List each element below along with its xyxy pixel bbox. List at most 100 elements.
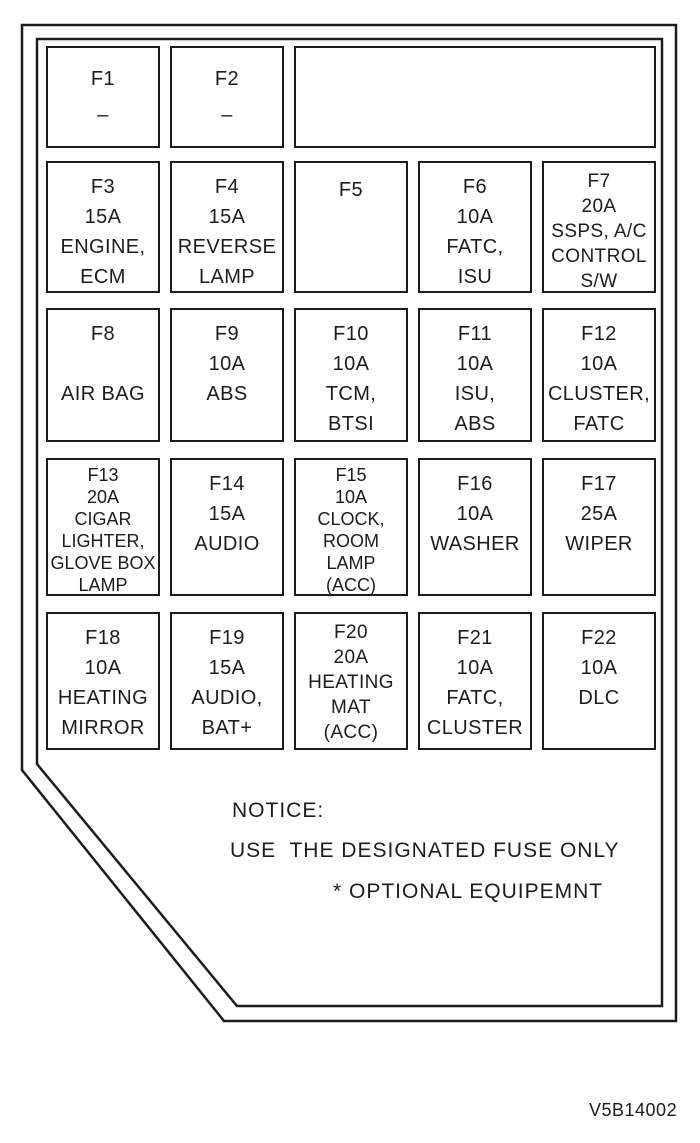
fuse-line: 10A: [332, 353, 370, 375]
unlabeled-box: [294, 46, 656, 148]
fuse-line: F17: [581, 473, 617, 495]
fuse-box-f1: F1 –: [46, 46, 160, 148]
fuse-line: F12: [581, 323, 617, 345]
fuse-line: 10A: [84, 657, 122, 679]
fuse-box-f12: F12 10A CLUSTER, FATC: [542, 308, 656, 442]
fuse-line: F20: [334, 622, 368, 643]
fuse-line: F5: [338, 179, 364, 201]
fuse-box-f2: F2 –: [170, 46, 284, 148]
fuse-line: F9: [214, 323, 240, 345]
fuse-line: F7: [587, 171, 611, 192]
fuse-line: (ACC): [323, 722, 379, 743]
fuse-line: 15A: [208, 206, 246, 228]
fuse-line: F18: [85, 627, 121, 649]
fuse-line: MIRROR: [61, 717, 145, 739]
fuse-line: 25A: [580, 503, 618, 525]
fuse-line: –: [97, 104, 109, 126]
fuse-box-f10: F10 10A TCM, BTSI: [294, 308, 408, 442]
fuse-line: F13: [87, 465, 119, 485]
fuse-line: F6: [462, 176, 488, 198]
fuse-box-f14: F14 15A AUDIO: [170, 458, 284, 596]
fuse-line: S/W: [580, 271, 618, 292]
fuse-line: LAMP: [78, 575, 128, 595]
fuse-line: F16: [457, 473, 493, 495]
outer-border: [20, 23, 678, 1023]
fuse-box-f17: F17 25A WIPER: [542, 458, 656, 596]
fuse-line: TCM,: [325, 383, 377, 405]
fuse-line: HEATING: [57, 687, 149, 709]
fuse-line: BTSI: [327, 413, 375, 435]
fuse-line: 20A: [333, 647, 369, 668]
fuse-line: BAT+: [201, 717, 253, 739]
fuse-line: F2: [214, 68, 240, 90]
fuse-line: F22: [581, 627, 617, 649]
fuse-line: ABS: [454, 413, 496, 435]
fuse-line: ISU: [457, 266, 493, 288]
fuse-line: AIR BAG: [61, 383, 145, 405]
fuse-line: 10A: [456, 503, 494, 525]
fuse-line: 10A: [580, 657, 618, 679]
fuse-line: F10: [333, 323, 369, 345]
fuse-line: 10A: [334, 487, 368, 507]
fuse-line: REVERSE: [177, 236, 277, 258]
fuse-line: DLC: [578, 687, 620, 709]
fuse-box-f6: F6 10A FATC, ISU: [418, 161, 532, 293]
fuse-line: F15: [335, 465, 367, 485]
fuse-line: F1: [90, 68, 116, 90]
fuse-line: F14: [209, 473, 245, 495]
fuse-line: 15A: [208, 503, 246, 525]
fuse-line: 10A: [208, 353, 246, 375]
figure-code: V5B14002: [589, 1100, 678, 1120]
fuse-line: 20A: [86, 487, 120, 507]
fuse-line: WIPER: [565, 533, 633, 555]
fuse-box-f4: F4 15A REVERSE LAMP: [170, 161, 284, 293]
fuse-line: (ACC): [326, 575, 376, 595]
fuse-box-f5: F5: [294, 161, 408, 293]
notice-optional-equipment-text: * OPTIONAL EQUIPEMNT: [333, 880, 604, 903]
fuse-line: FATC,: [446, 236, 504, 258]
fuse-line: CIGAR: [74, 509, 132, 529]
fuse-line: GLOVE BOX: [50, 553, 156, 573]
fuse-line: 10A: [456, 206, 494, 228]
fuse-line: 10A: [580, 353, 618, 375]
fuse-line: ENGINE,: [60, 236, 146, 258]
fuse-box-f16: F16 10A WASHER: [418, 458, 532, 596]
fuse-line: LAMP: [326, 553, 376, 573]
notice-use-designated-fuse-text: USE THE DESIGNATED FUSE ONLY: [230, 839, 620, 862]
fuse-box-f8: F8 AIR BAG: [46, 308, 160, 442]
fuse-box-f7: F7 20A SSPS, A/C CONTROL S/W: [542, 161, 656, 293]
fuse-line: ECM: [80, 266, 126, 288]
fuse-line: FATC,: [446, 687, 504, 709]
fuse-line: AUDIO,: [191, 687, 263, 709]
fuse-line: FATC: [573, 413, 625, 435]
fuse-line: [100, 349, 106, 379]
fuse-box-f18: F18 10A HEATING MIRROR: [46, 612, 160, 750]
fuse-line: CLUSTER,: [547, 383, 651, 405]
fuse-line: LAMP: [198, 266, 256, 288]
fuse-line: LIGHTER,: [61, 531, 145, 551]
fuse-line: SSPS, A/C: [551, 221, 647, 242]
inner-border: [35, 37, 664, 1008]
fuse-line: F4: [214, 176, 240, 198]
fuse-line: ROOM: [323, 531, 379, 551]
fuse-line: 10A: [456, 353, 494, 375]
fuse-line: 10A: [456, 657, 494, 679]
fuse-line: CLOCK,: [317, 509, 385, 529]
notice-title: NOTICE:: [232, 799, 325, 822]
fuse-line: WASHER: [430, 533, 520, 555]
fuse-line: –: [221, 104, 233, 126]
fuse-line: CONTROL: [551, 246, 647, 267]
fuse-line: F8: [90, 323, 116, 345]
fuse-line: AUDIO: [194, 533, 260, 555]
fuse-line: F19: [209, 627, 245, 649]
fuse-line: 20A: [581, 196, 617, 217]
